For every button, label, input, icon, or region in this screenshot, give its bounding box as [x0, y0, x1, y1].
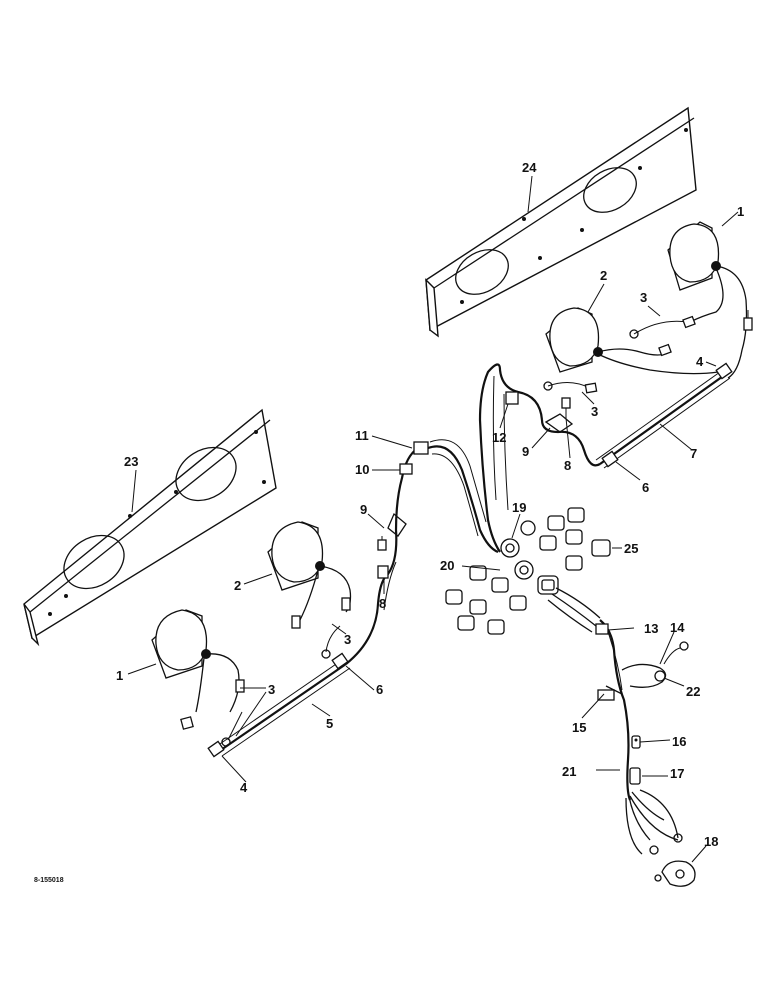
callout-10: 10: [355, 462, 369, 477]
callout-6-left: 6: [376, 682, 383, 697]
callout-16: 16: [672, 734, 686, 749]
right-wiring-harness: [478, 265, 753, 553]
drawing-code: 8-155018: [34, 877, 64, 884]
callout-3-right-upper: 3: [640, 290, 647, 305]
callout-24: 24: [522, 160, 537, 175]
callout-8-left: 8: [379, 596, 386, 611]
callout-9-right: 9: [522, 444, 529, 459]
connector-block: [445, 507, 611, 635]
callout-3-left-lower: 3: [268, 682, 275, 697]
callout-19: 19: [512, 500, 526, 515]
lower-harness: [547, 587, 696, 887]
callout-7: 7: [690, 446, 697, 461]
callout-3-right-lower: 3: [591, 404, 598, 419]
left-mounting-panel: [23, 408, 277, 647]
callout-25: 25: [624, 541, 638, 556]
right-lamp-1: [667, 221, 721, 291]
callout-9-left: 9: [360, 502, 367, 517]
callout-20: 20: [440, 558, 454, 573]
callout-11: 11: [355, 428, 369, 443]
callout-4-left: 4: [240, 780, 248, 795]
callout-1-left: 1: [116, 668, 123, 683]
callout-4-right: 4: [696, 354, 704, 369]
callout-labels: 24 1 2 3 4 3 12 9 8 7 6 11 10 23 9 19 25…: [116, 160, 744, 849]
callout-13: 13: [644, 621, 658, 636]
callout-23: 23: [124, 454, 138, 469]
leader-lines: [127, 175, 739, 863]
right-mounting-panel: [425, 106, 697, 338]
callout-2-right: 2: [600, 268, 607, 283]
callout-1-right: 1: [737, 204, 744, 219]
callout-17: 17: [670, 766, 684, 781]
callout-22: 22: [686, 684, 700, 699]
callout-2-left: 2: [234, 578, 241, 593]
right-lamp-2: [545, 307, 603, 373]
left-wiring-harness: [180, 439, 499, 758]
left-lamp-2: [267, 521, 325, 591]
callout-21: 21: [562, 764, 576, 779]
callout-18: 18: [704, 834, 718, 849]
callout-8-right: 8: [564, 458, 571, 473]
left-lamp-1: [151, 609, 211, 679]
callout-6-right: 6: [642, 480, 649, 495]
callout-5: 5: [326, 716, 333, 731]
callout-15: 15: [572, 720, 586, 735]
callout-3-left-upper: 3: [344, 632, 351, 647]
callout-12: 12: [492, 430, 506, 445]
callout-14: 14: [670, 620, 685, 635]
